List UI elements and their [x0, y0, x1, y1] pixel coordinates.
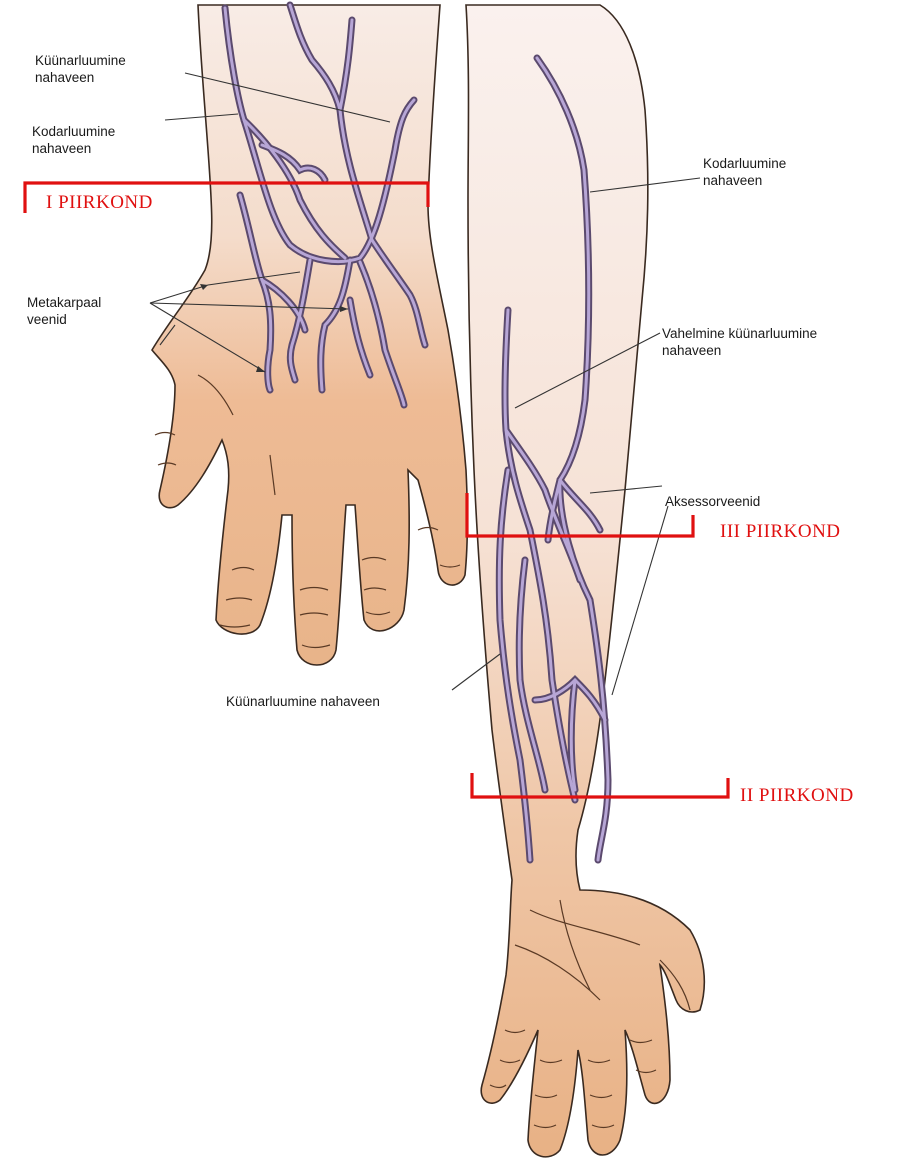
label-right-radial-vein: Kodarluumine nahaveen: [703, 155, 786, 189]
zone-3-label: III PIIRKOND: [720, 521, 841, 543]
label-accessory-veins: Aksessorveenid: [665, 493, 760, 510]
label-top-radial-vein: Kodarluumine nahaveen: [32, 123, 115, 157]
label-bottom-ulnar-vein: Küünarluumine nahaveen: [226, 693, 380, 710]
zone-2-label: II PIIRKOND: [740, 785, 854, 807]
label-median-ulnar-vein: Vahelmine küünarluumine nahaveen: [662, 325, 817, 359]
label-metacarpal-veins: Metakarpaal veenid: [27, 294, 101, 328]
label-top-ulnar-vein: Küünarluumine nahaveen: [35, 52, 126, 86]
left-hand: [152, 5, 467, 665]
right-arm: [466, 5, 704, 1157]
zone-1-label: I PIIRKOND: [46, 192, 153, 214]
